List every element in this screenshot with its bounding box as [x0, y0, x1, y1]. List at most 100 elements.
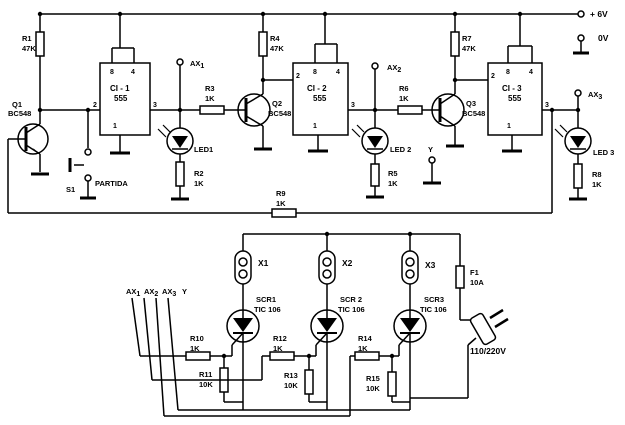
r9-value: 1K [276, 199, 286, 208]
resistor-r14 [350, 351, 399, 361]
r5-name: R5 [388, 169, 398, 178]
q1-name: Q1 [12, 100, 22, 109]
resistor-r12 [262, 351, 316, 361]
r8-value: 1K [592, 180, 602, 189]
q1-model: BC548 [8, 109, 31, 118]
r4-name: R4 [270, 34, 280, 43]
ci3-pin4: 4 [529, 69, 533, 76]
transistor-q2 [237, 80, 272, 151]
ci1-pin4: 4 [131, 69, 135, 76]
resistor-r5 [366, 163, 384, 199]
scr2-model: TIC 106 [338, 305, 365, 314]
ci3-pin3: 3 [545, 102, 549, 109]
scr3-model: TIC 106 [420, 305, 447, 314]
r10-name: R10 [190, 334, 204, 343]
resistor-r15 [387, 356, 410, 403]
resistor-r8 [569, 163, 587, 201]
q3-model: BC548 [462, 109, 485, 118]
scr3 [393, 309, 427, 410]
lamp-x1 [234, 250, 252, 310]
r2-value: 1K [194, 179, 204, 188]
scr1-name: SCR1 [256, 295, 276, 304]
mains-label: 110/220V [470, 346, 506, 356]
resistor-r11 [219, 356, 243, 403]
ci2-pin8: 8 [313, 69, 317, 76]
r4-value: 47K [270, 44, 284, 53]
r2-name: R2 [194, 169, 204, 178]
r8-name: R8 [592, 170, 602, 179]
led3 [554, 124, 592, 164]
r13-value: 10K [284, 381, 298, 390]
supply-plus-label: + 6V [590, 9, 608, 19]
resistor-r2 [171, 161, 189, 201]
ax2-label: AX2 [387, 63, 401, 74]
ci1-pin1: 1 [113, 123, 117, 130]
r14-value: 1K [358, 344, 368, 353]
scr2 [310, 309, 344, 410]
scr1 [226, 309, 260, 410]
r15-name: R15 [366, 374, 380, 383]
ax1-testpoint [176, 58, 184, 128]
led3-label: LED 3 [593, 148, 614, 157]
ci1-name: CI - 1 [110, 84, 130, 93]
q2-model: BC548 [268, 109, 291, 118]
y-terminal [423, 156, 441, 185]
r12-value: 1K [273, 344, 283, 353]
in-ax2-label: AX2 [144, 287, 158, 298]
r15-value: 10K [366, 384, 380, 393]
led1 [157, 124, 194, 162]
ci3-pin2: 2 [491, 73, 495, 80]
r13-name: R13 [284, 371, 298, 380]
led1-label: LED1 [194, 145, 213, 154]
ci3-pin1: 1 [507, 123, 511, 130]
x1-label: X1 [258, 258, 269, 268]
f1-value: 10A [470, 278, 484, 287]
transistor-q1 [7, 110, 49, 213]
y-label: Y [428, 145, 433, 154]
r3-value: 1K [205, 94, 215, 103]
ci2-pin1: 1 [313, 123, 317, 130]
ci1-pin8: 8 [110, 69, 114, 76]
ax3-label: AX3 [588, 90, 602, 101]
ci3-model: 555 [508, 94, 522, 103]
q3-name: Q3 [466, 99, 476, 108]
input-lines [131, 297, 351, 417]
lamp-x2 [318, 250, 336, 310]
zero-volt-label: 0V [598, 33, 609, 43]
r1-value: 47K [22, 44, 36, 53]
ci2-model: 555 [313, 94, 327, 103]
led2 [351, 124, 389, 164]
resistor-r13 [304, 356, 327, 403]
resistor-r3 [199, 105, 237, 115]
r6-name: R6 [399, 84, 409, 93]
ic-ci3 [487, 14, 578, 153]
lamp-x3 [401, 250, 419, 310]
r11-name: R11 [199, 370, 212, 379]
f1-name: F1 [470, 268, 479, 277]
ci2-pin3: 3 [351, 102, 355, 109]
r1-name: R1 [22, 34, 32, 43]
r11-value: 10K [199, 380, 213, 389]
r7-value: 47K [462, 44, 476, 53]
r9-name: R9 [276, 189, 286, 198]
x3-label: X3 [425, 260, 436, 270]
transistor-q3 [431, 80, 465, 148]
q2-name: Q2 [272, 99, 282, 108]
resistor-r9 [8, 107, 555, 218]
mains-plug-icon [410, 308, 509, 399]
resistor-r1 [35, 14, 45, 113]
resistor-r7 [450, 14, 495, 83]
ax2-testpoint [371, 62, 379, 128]
s1-label: PARTIDA [95, 179, 128, 188]
ax3-testpoint [574, 89, 582, 128]
ci2-name: CI - 2 [307, 84, 327, 93]
ci2-pin4: 4 [336, 69, 340, 76]
ci3-pin8: 8 [506, 69, 510, 76]
mains-bus [242, 231, 461, 266]
scr2-name: SCR 2 [340, 295, 362, 304]
in-ax1-label: AX1 [126, 287, 140, 298]
scr3-name: SCR3 [424, 295, 444, 304]
r10-value: 1K [190, 344, 200, 353]
